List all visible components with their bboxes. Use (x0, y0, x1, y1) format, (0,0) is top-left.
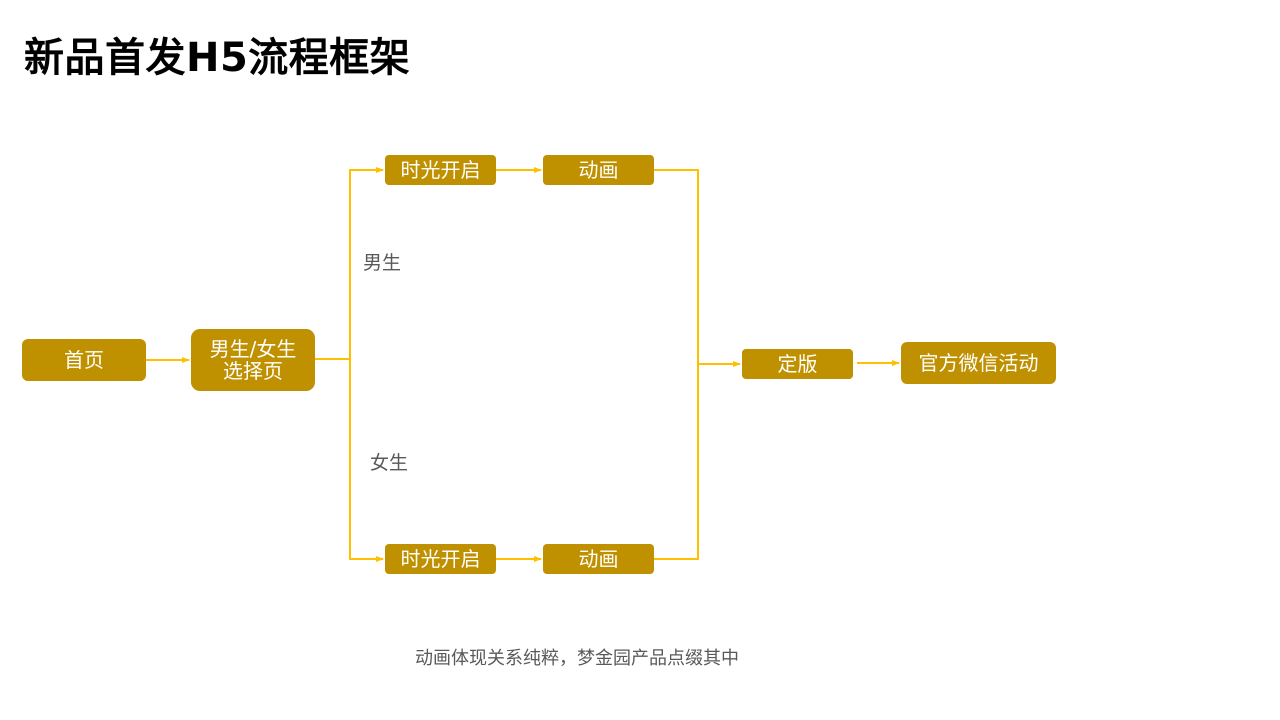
footer-caption: 动画体现关系纯粹，梦金园产品点缀其中 (415, 648, 739, 669)
node-finalize-label: 定版 (777, 352, 818, 376)
node-finalize: 定版 (742, 349, 853, 379)
arrow-branch-to-female-time (349, 359, 384, 562)
node-home-label: 首页 (64, 348, 104, 372)
node-female-time-open: 时光开启 (385, 544, 496, 574)
arrow-branch-to-male-time (349, 167, 384, 359)
node-male-animation: 动画 (543, 155, 654, 185)
node-gender-select-line-2: 选择页 (223, 359, 283, 383)
node-male-animation-label: 动画 (578, 158, 619, 182)
node-male-time-open-label: 时光开启 (400, 158, 481, 182)
node-female-time-open-label: 时光开启 (400, 547, 481, 571)
node-gender-select: 男生/女生 选择页 (191, 329, 315, 391)
branch-label-male: 男生 (363, 252, 402, 274)
branch-label-female: 女生 (370, 452, 409, 474)
node-female-animation-label: 动画 (578, 547, 619, 571)
node-wechat-activity-label: 官方微信活动 (918, 351, 1039, 375)
node-gender-select-line-1: 男生/女生 (209, 337, 297, 361)
page-title: 新品首发H5流程框架 (24, 35, 411, 81)
node-female-animation: 动画 (543, 544, 654, 574)
connector-male-anim-to-merge (654, 169, 699, 364)
node-male-time-open: 时光开启 (385, 155, 496, 185)
node-wechat-activity: 官方微信活动 (901, 342, 1056, 384)
node-home: 首页 (22, 339, 146, 381)
connector-female-anim-to-merge (654, 364, 699, 560)
